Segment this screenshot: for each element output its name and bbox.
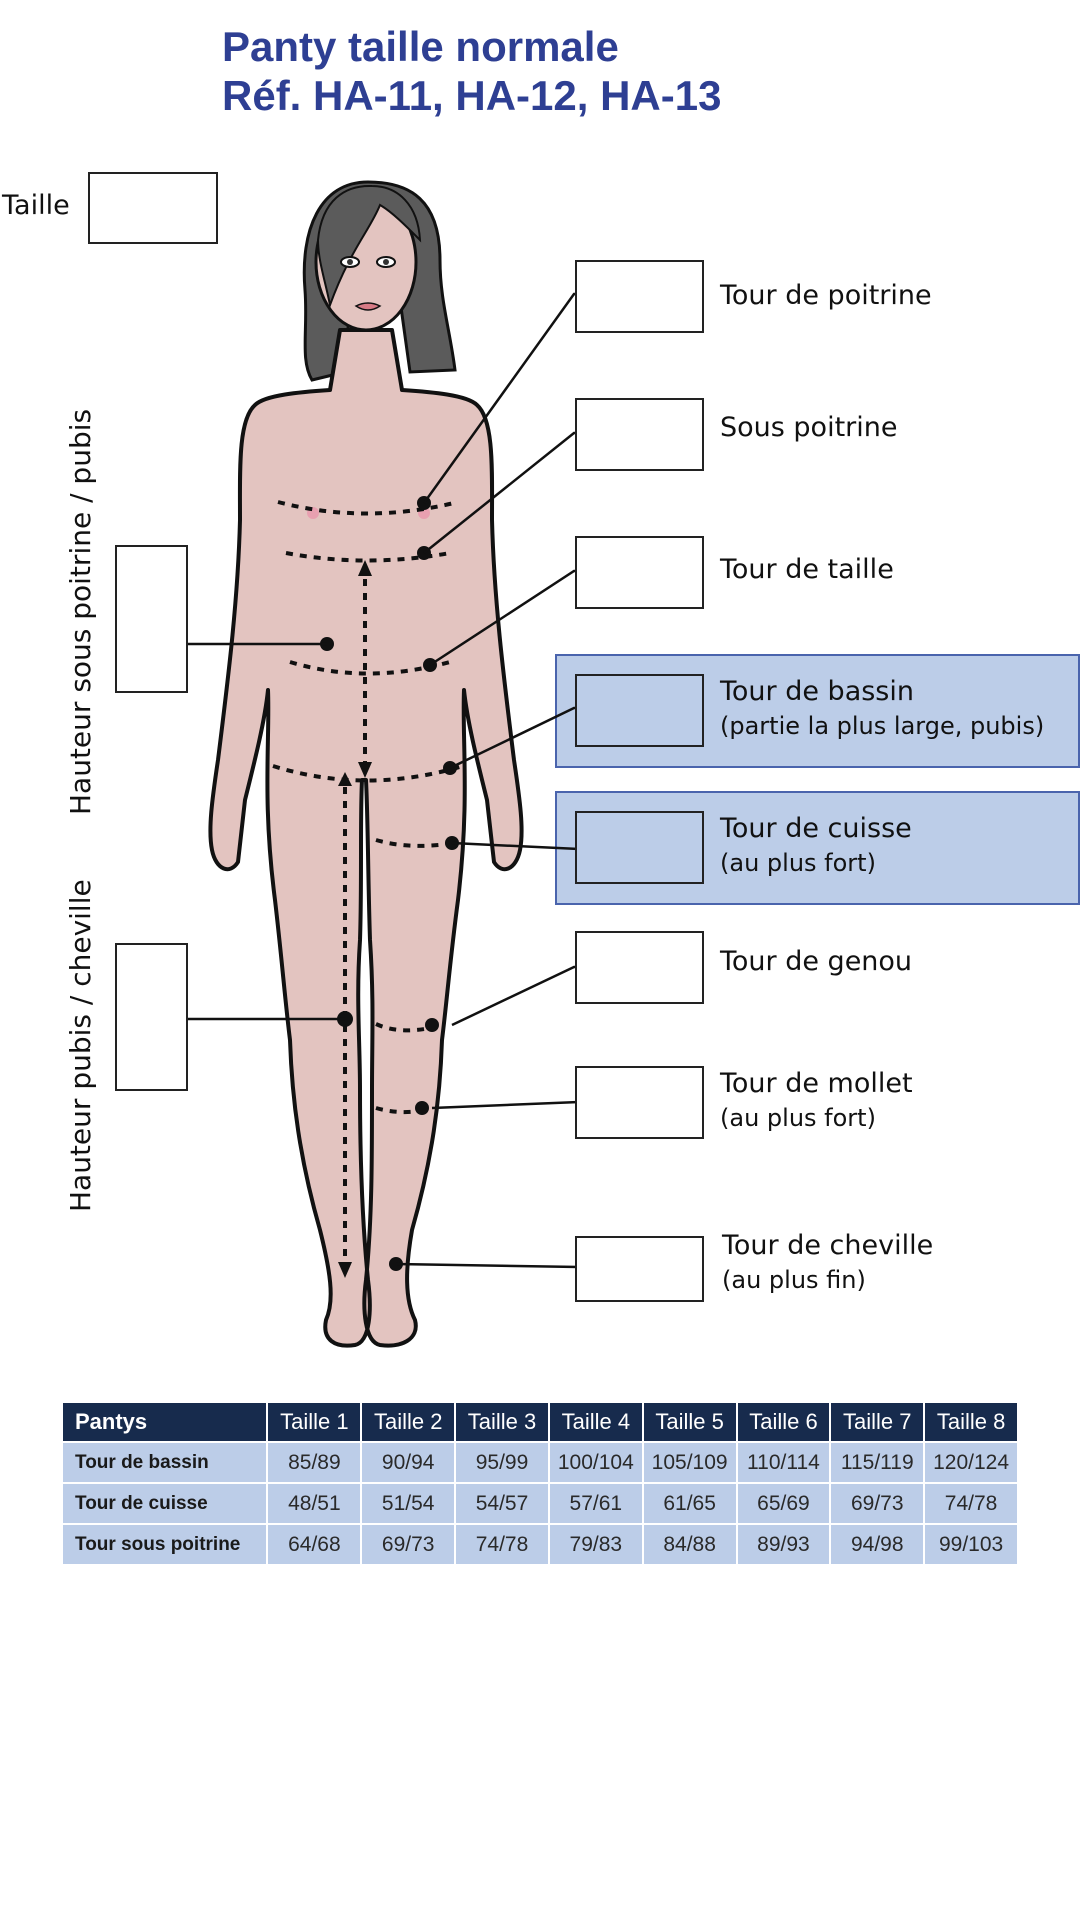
tour-de-cheville-input-box[interactable] <box>575 1236 704 1302</box>
table-cell: 94/98 <box>831 1525 924 1564</box>
hauteur-sous-poitrine-pubis-input-box[interactable] <box>115 545 188 693</box>
table-header-cell: Taille 7 <box>831 1403 924 1441</box>
table-cell: 64/68 <box>268 1525 361 1564</box>
table-cell: 115/119 <box>831 1443 924 1482</box>
table-cell: 74/78 <box>456 1525 548 1564</box>
table-cell: 100/104 <box>549 1443 642 1482</box>
body-figure-illustration <box>188 180 580 1348</box>
table-row: Tour de cuisse 48/51 51/54 54/57 57/61 6… <box>63 1484 1017 1523</box>
tour-de-poitrine-input-box[interactable] <box>575 260 704 333</box>
measurement-label: Tour de mollet <box>720 1068 913 1099</box>
table-cell: 105/109 <box>643 1443 736 1482</box>
measurement-sublabel: (partie la plus large, pubis) <box>720 712 1045 741</box>
reference-subtitle: Réf. HA-11, HA-12, HA-13 <box>222 72 722 119</box>
table-cell: 69/73 <box>831 1484 924 1523</box>
table-header-cell: Pantys <box>63 1403 267 1441</box>
table-header-cell: Taille 6 <box>737 1403 830 1441</box>
table-header-cell: Taille 5 <box>643 1403 736 1441</box>
sous-poitrine-label: Sous poitrine <box>720 410 898 446</box>
table-cell: 51/54 <box>362 1484 455 1523</box>
table-cell: 79/83 <box>549 1525 642 1564</box>
table-cell: 95/99 <box>456 1443 548 1482</box>
table-header-cell: Taille 4 <box>549 1403 642 1441</box>
measurement-label: Tour de poitrine <box>720 280 932 311</box>
tour-de-genou-input-box[interactable] <box>575 931 704 1004</box>
tour-de-bassin-input-box[interactable] <box>575 674 704 747</box>
table-cell: 57/61 <box>549 1484 642 1523</box>
table-row: Tour sous poitrine 64/68 69/73 74/78 79/… <box>63 1525 1017 1564</box>
measurement-label: Tour de genou <box>720 946 913 977</box>
table-row-header: Tour de bassin <box>63 1443 267 1482</box>
tour-de-cheville-label: Tour de cheville (au plus fin) <box>722 1228 933 1297</box>
tour-de-taille-label: Tour de taille <box>720 552 894 588</box>
table-row-header: Tour sous poitrine <box>63 1525 267 1564</box>
measurement-label: Tour de cheville <box>722 1230 934 1261</box>
table-cell: 99/103 <box>925 1525 1017 1564</box>
table-cell: 69/73 <box>362 1525 455 1564</box>
measurement-sublabel: (au plus fin) <box>722 1266 866 1295</box>
tour-de-taille-input-box[interactable] <box>575 536 704 609</box>
highlight-panel-cuisse <box>555 791 1080 905</box>
measurement-label: Tour de cuisse <box>720 813 912 844</box>
tour-de-mollet-input-box[interactable] <box>575 1066 704 1139</box>
sous-poitrine-input-box[interactable] <box>575 398 704 471</box>
size-table: Pantys Taille 1 Taille 2 Taille 3 Taille… <box>61 1401 1019 1566</box>
table-header-cell: Taille 1 <box>268 1403 361 1441</box>
table-cell: 89/93 <box>737 1525 830 1564</box>
taille-label: Taille <box>2 190 70 221</box>
table-header-cell: Taille 8 <box>925 1403 1017 1441</box>
hauteur-pubis-cheville-input-box[interactable] <box>115 943 188 1091</box>
measurement-label: Sous poitrine <box>720 412 898 443</box>
table-cell: 85/89 <box>268 1443 361 1482</box>
tour-de-cuisse-input-box[interactable] <box>575 811 704 884</box>
table-cell: 84/88 <box>643 1525 736 1564</box>
tour-de-genou-label: Tour de genou <box>720 944 912 980</box>
tour-de-cuisse-label: Tour de cuisse (au plus fort) <box>720 811 912 880</box>
measurement-label: Tour de bassin <box>720 676 914 707</box>
table-header-row: Pantys Taille 1 Taille 2 Taille 3 Taille… <box>63 1403 1017 1441</box>
table-cell: 54/57 <box>456 1484 548 1523</box>
table-cell: 65/69 <box>737 1484 830 1523</box>
tour-de-bassin-label: Tour de bassin (partie la plus large, pu… <box>720 674 1044 743</box>
taille-input-box[interactable] <box>88 172 218 244</box>
table-cell: 61/65 <box>643 1484 736 1523</box>
table-row: Tour de bassin 85/89 90/94 95/99 100/104… <box>63 1443 1017 1482</box>
page-title: Panty taille normale <box>222 23 619 70</box>
table-cell: 120/124 <box>925 1443 1017 1482</box>
hauteur-pubis-cheville-label: Hauteur pubis / cheville <box>64 879 97 1212</box>
tour-de-mollet-label: Tour de mollet (au plus fort) <box>720 1066 913 1135</box>
tour-de-poitrine-label: Tour de poitrine <box>720 278 932 314</box>
hauteur-sous-poitrine-pubis-label: Hauteur sous poitrine / pubis <box>64 408 97 815</box>
table-header-cell: Taille 3 <box>456 1403 548 1441</box>
table-cell: 74/78 <box>925 1484 1017 1523</box>
table-cell: 110/114 <box>737 1443 830 1482</box>
table-cell: 90/94 <box>362 1443 455 1482</box>
measurement-sublabel: (au plus fort) <box>720 849 876 878</box>
measurement-sublabel: (au plus fort) <box>720 1104 876 1133</box>
table-cell: 48/51 <box>268 1484 361 1523</box>
table-header-cell: Taille 2 <box>362 1403 455 1441</box>
measurement-label: Tour de taille <box>720 554 894 585</box>
table-row-header: Tour de cuisse <box>63 1484 267 1523</box>
